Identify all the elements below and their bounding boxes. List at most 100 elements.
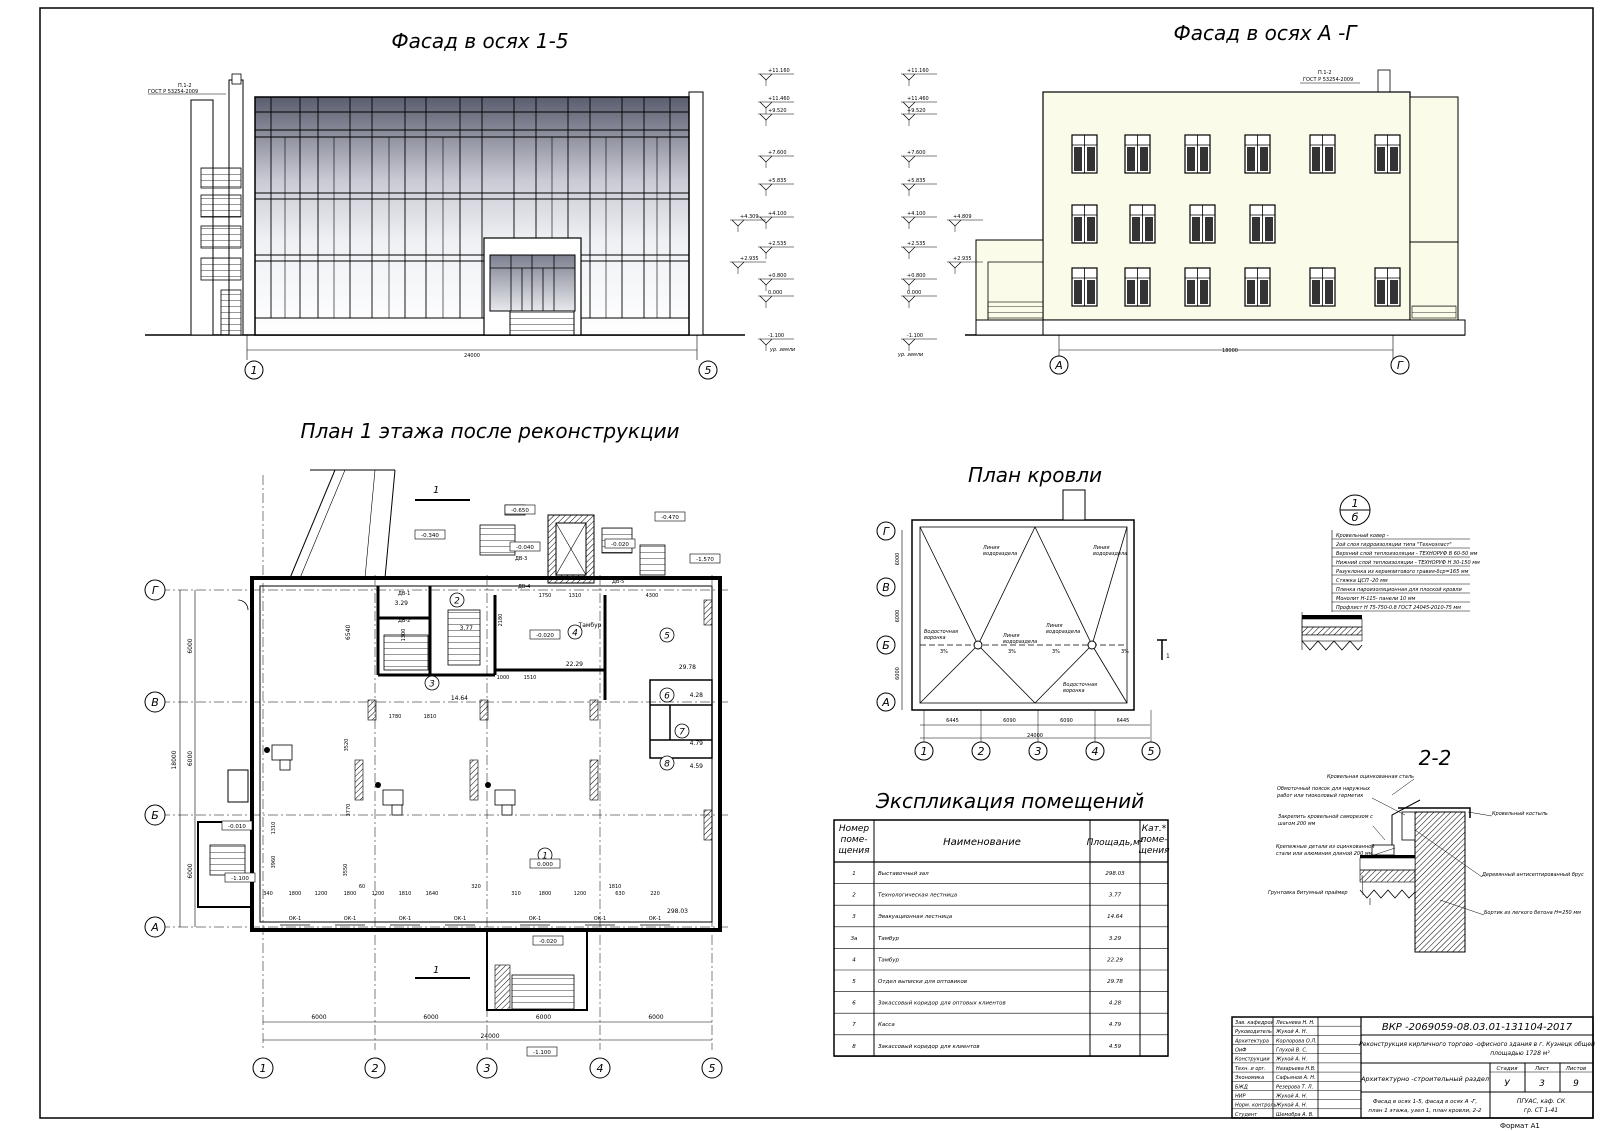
room-4-label: Тамбур xyxy=(578,622,602,629)
person-name: Резерова Т. Л. xyxy=(1276,1084,1313,1090)
roof-label: воронка xyxy=(1063,688,1085,694)
level-mark: +4.100 xyxy=(907,211,926,217)
small-dim: 1810 xyxy=(424,714,437,720)
person-role: Конструкции xyxy=(1235,1057,1270,1063)
facade-1-5-axis-5: 5 xyxy=(705,364,712,377)
axis-label: А xyxy=(881,696,890,709)
roof-slope: 3% xyxy=(940,649,948,655)
level-mark: +4.100 xyxy=(768,211,787,217)
section-label: Бортик из легкого бетона Н=250 мм xyxy=(1484,910,1581,916)
level-mark: +2.935 xyxy=(953,256,972,262)
sheet-label: Лист xyxy=(1534,1066,1550,1072)
room-number: 4 xyxy=(572,629,578,639)
small-dim: 4300 xyxy=(646,593,659,599)
small-dim: 1640 xyxy=(426,891,439,897)
level-mark: 0.000 xyxy=(537,862,553,868)
org-line-2: гр. СТ 1-41 xyxy=(1524,1107,1558,1114)
sheets-value: 9 xyxy=(1573,1079,1579,1089)
room-number: 2 xyxy=(454,597,460,607)
facade-1-5-ground-label: ур. земли xyxy=(769,347,796,353)
facade-1-5-axis-1: 1 xyxy=(251,364,258,377)
level-mark: +0.800 xyxy=(907,273,926,279)
level-mark: -0.040 xyxy=(516,545,534,551)
door-label: ДВ-4 xyxy=(518,584,530,590)
level-mark: 0.000 xyxy=(907,290,921,296)
roof-dim: 6000 xyxy=(895,553,901,566)
window-mark: ОК-1 xyxy=(649,916,661,922)
level-mark: -0.020 xyxy=(611,542,629,548)
person-role: Норм. контроль xyxy=(1235,1103,1277,1109)
room-number: 3 xyxy=(429,680,435,690)
door-label: ДВ-2 xyxy=(398,618,410,624)
level-mark: -1.100 xyxy=(907,333,923,339)
cell-num: 6 xyxy=(852,1001,856,1007)
axis-label: 5 xyxy=(1148,745,1155,758)
node-layers: Кровельный ковер -2ой слоя гидроизоляции… xyxy=(1332,533,1480,612)
bay-dim: 6000 xyxy=(536,1014,551,1021)
roof-label: водораздела xyxy=(983,551,1017,557)
project-line-2: площадью 1728 м² xyxy=(1490,1050,1550,1057)
cell-area: 29.78 xyxy=(1107,979,1123,985)
person-role: ОиФ xyxy=(1235,1048,1247,1054)
title-block-row: Техн. и орг.Назарьева Н.В. xyxy=(1235,1066,1316,1072)
cell-name: Закассовый коридор для оптовых клиентов xyxy=(878,1001,1006,1007)
facade-1-5-level-marks: +11.160+11.460+9.520+7.600+5.835+4.100+2… xyxy=(758,68,794,351)
roof-label: Линия xyxy=(982,545,1000,551)
window-mark: ОК-1 xyxy=(344,916,356,922)
doc-code: ВКР -2069059-08.03.01-131104-2017 xyxy=(1382,1022,1573,1033)
node-layer: Кровельный ковер - xyxy=(1336,533,1389,539)
floor-plan-door-labels: ДВ-1ДВ-2ДВ-3ДВ-4ДВ-5 xyxy=(398,556,624,624)
axis-label: 2 xyxy=(372,1062,379,1075)
roof-label: Линия xyxy=(1002,633,1020,639)
level-mark: +5.835 xyxy=(768,178,787,184)
roof-label: Линия xyxy=(1092,545,1110,551)
room-area: 298.03 xyxy=(667,908,688,915)
roof-dim: 6090 xyxy=(1003,718,1016,724)
cell-area: 22.29 xyxy=(1107,957,1123,963)
room-number: 8 xyxy=(664,760,670,770)
door-label: ДВ-1 xyxy=(398,591,410,597)
small-dim: 630 xyxy=(615,891,625,897)
roof-dim: 6000 xyxy=(895,667,901,680)
floor-plan-overall-y: 18000 xyxy=(171,750,178,769)
small-dim: 1200 xyxy=(372,891,385,897)
person-name: Жукой А. Н. xyxy=(1275,1057,1307,1063)
table-header: щения xyxy=(1138,846,1170,856)
small-dim: 3550 xyxy=(343,864,349,877)
facade-a-g-axis-g: Г xyxy=(1397,359,1404,372)
section-label: Деревянный антисептированный брус xyxy=(1481,872,1584,878)
section-2-2-title: 2-2 xyxy=(1419,746,1452,770)
facade-a-g-axis-a: А xyxy=(1054,359,1063,372)
axis-label: 3 xyxy=(1035,745,1042,758)
small-dim: 3770 xyxy=(346,804,352,817)
axis-label: Г xyxy=(883,525,890,538)
node-layer: Нижний слой теплоизоляции - ТЕХНОРУФ Н 3… xyxy=(1336,560,1480,566)
small-dim: 1810 xyxy=(399,891,412,897)
level-mark: +2.535 xyxy=(907,241,926,247)
node-layer: Разуклонка из керамзитового гравия-δср=1… xyxy=(1336,569,1469,575)
axis-label: 1 xyxy=(260,1062,267,1075)
section-2-2-labels: Кровельная оцинкованная стальОбмоточный … xyxy=(1268,774,1584,916)
sheet-content-line-2: план 1 этажа, узел 1, план кровли, 2-2 xyxy=(1368,1108,1482,1114)
floor-plan-level-marks: -0.650-0.340-0.040-0.020-0.470-1.570-0.0… xyxy=(221,504,721,1057)
level-mark: +4.809 xyxy=(953,214,972,220)
person-role: НИР xyxy=(1235,1093,1246,1099)
window-mark: ОК-1 xyxy=(289,916,301,922)
cell-area: 4.59 xyxy=(1109,1044,1122,1050)
node-mark-bottom: б xyxy=(1352,511,1359,524)
roof-plan-overall-x: 24000 xyxy=(1027,733,1043,739)
small-dim: 1200 xyxy=(574,891,587,897)
table-header: поме- xyxy=(841,835,868,845)
sheet-frame xyxy=(39,7,1594,1119)
